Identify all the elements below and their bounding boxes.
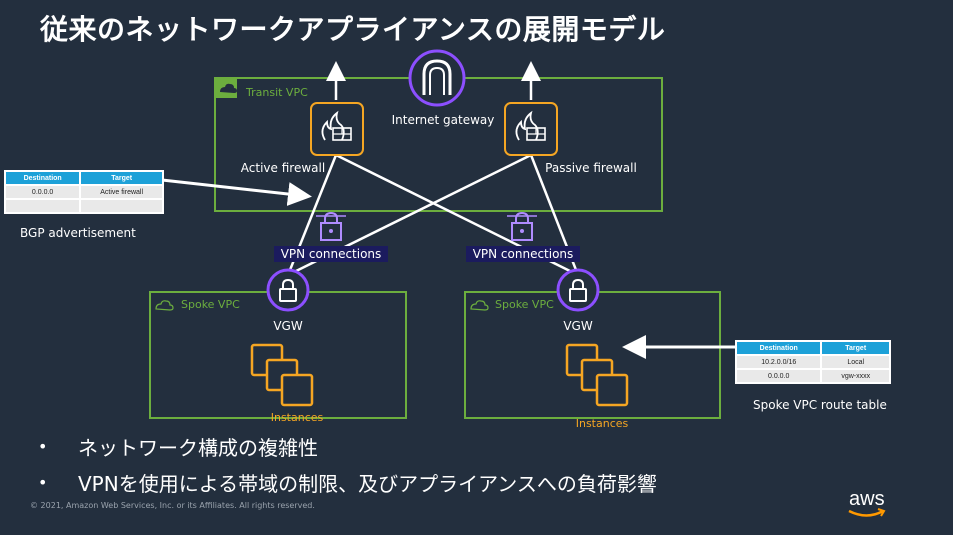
vgw-label: VGW xyxy=(273,319,303,333)
instances-label: Instances xyxy=(271,411,324,424)
transit-vpc-label: Transit VPC xyxy=(245,86,308,99)
instances-label: Instances xyxy=(576,417,629,430)
table-header: Destination xyxy=(737,342,821,354)
route-table-caption: Spoke VPC route table xyxy=(753,398,887,412)
firewall-icon xyxy=(310,102,364,156)
internet-gateway-label: Internet gateway xyxy=(392,113,495,127)
table-header: Destination xyxy=(6,172,80,184)
vpn-connections-label: VPN connections xyxy=(473,247,574,261)
cloud-icon xyxy=(215,78,237,98)
firewall-icon xyxy=(504,102,558,156)
cloud-icon xyxy=(155,300,174,311)
bullet-list: •ネットワーク構成の複雑性 •VPNを使用による帯域の制限、及びアプライアンスへ… xyxy=(38,428,657,500)
vpn-connections-label: VPN connections xyxy=(281,247,382,261)
active-firewall-label: Active firewall xyxy=(241,161,325,175)
vpn-lock-icon xyxy=(507,211,537,241)
vgw-label: VGW xyxy=(563,319,593,333)
vgw-icon xyxy=(266,268,310,312)
vpn-lock-icon xyxy=(316,211,346,241)
page-title: 従来のネットワークアプライアンスの展開モデル xyxy=(40,13,666,46)
list-item: •ネットワーク構成の複雑性 xyxy=(38,435,318,460)
list-item: •VPNを使用による帯域の制限、及びアプライアンスへの負荷影響 xyxy=(38,471,657,496)
passive-firewall-label: Passive firewall xyxy=(545,161,637,175)
cloud-icon xyxy=(470,300,489,311)
table-row xyxy=(6,200,162,212)
bullet-marker: • xyxy=(38,436,48,456)
spoke-vpc-label: Spoke VPC xyxy=(181,298,240,311)
spoke-vpc-label: Spoke VPC xyxy=(495,298,554,311)
aws-logo: aws xyxy=(848,488,886,517)
vgw-icon xyxy=(556,268,600,312)
bullet-marker: • xyxy=(38,472,48,492)
table-header: Target xyxy=(81,172,162,184)
internet-gateway-icon xyxy=(408,49,466,107)
smile-icon xyxy=(848,508,886,517)
instances-icon xyxy=(250,343,314,407)
instances-icon xyxy=(565,343,629,407)
bgp-caption: BGP advertisement xyxy=(20,226,136,240)
table-header: Target xyxy=(822,342,889,354)
copyright: © 2021, Amazon Web Services, Inc. or its… xyxy=(30,501,315,510)
